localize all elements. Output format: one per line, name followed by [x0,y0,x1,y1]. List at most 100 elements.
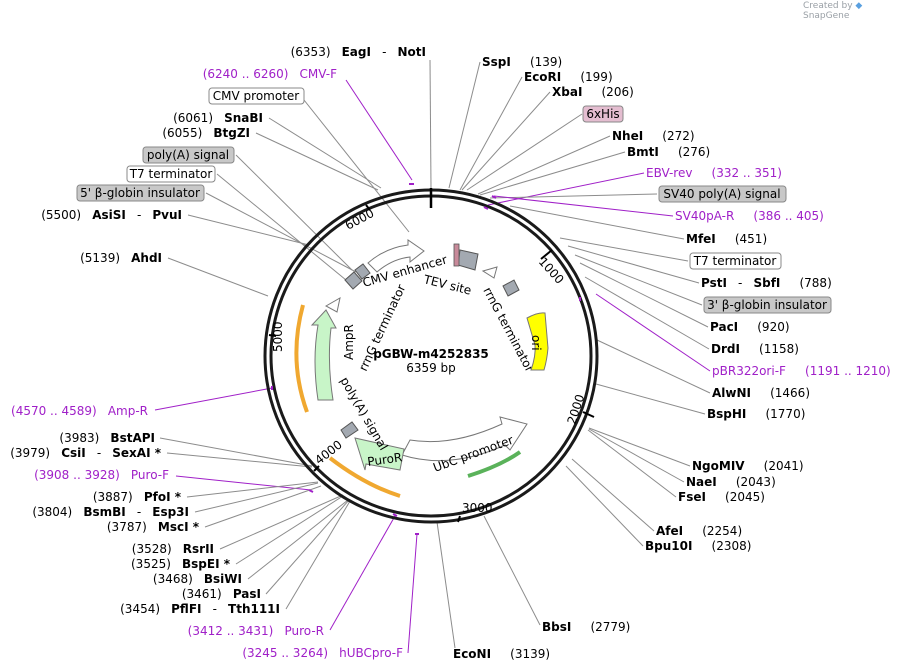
label-bpu10i[interactable]: Bpu10I (2308) [645,535,751,554]
label-polya-signal[interactable]: poly(A) signal [147,148,229,162]
leader-naei [588,428,685,483]
label-bsiwi[interactable]: (3468) BsiWI [153,568,242,587]
leader-bsmbi [194,482,319,513]
polya-signal-box [142,146,235,164]
leader-csii [166,452,313,468]
6xhis-box [582,105,624,123]
leader-bsphi [595,383,706,415]
label-psti-sbfi[interactable]: PstI - SbfI (788) [701,272,832,291]
label-hubcpro-f[interactable]: (3245 .. 3264) hUBCpro-F [242,642,403,661]
label-eagi-noti[interactable]: (6353) EagI - NotI [291,41,426,60]
rrng-terminator-right-label: rrnG terminator [480,285,536,375]
label-t7-terminator-right[interactable]: T7 terminator [693,254,777,268]
label-puro-r[interactable]: (3412 .. 3431) Puro-R [188,620,324,639]
label-sspi[interactable]: SspI (139) [482,51,562,70]
label-t7-terminator-left[interactable]: T7 terminator [129,167,213,181]
puror-label: PuroR [366,450,403,469]
leader-nhei [477,135,611,195]
label-mfei[interactable]: MfeI (451) [686,228,767,247]
leader-cmvprom [303,99,410,233]
rrng-terminator-left-arrow[interactable] [324,297,341,313]
label-bstapi[interactable]: (3983) BstAPI [59,427,155,446]
label-sv40pa-r[interactable]: SV40pA-R (386 .. 405) [675,205,824,224]
label-paci[interactable]: PacI (920) [710,316,790,335]
snapgene-credit: Created by ◆ SnapGene [803,1,900,21]
leader-alwni [596,339,711,394]
leader-ebvrev [487,172,645,206]
label-beta-globin-5[interactable]: 5' β-globin insulator [80,186,200,200]
label-fsei[interactable]: FseI (2045) [678,486,765,505]
label-msci[interactable]: (3787) MscI * [107,516,200,535]
tev-site-marker [453,243,460,267]
label-bmti[interactable]: BmtI (276) [627,141,710,160]
label-naei[interactable]: NaeI (2043) [686,471,776,490]
t7-terminator-right-labelbox [689,252,782,270]
ampr-arrow[interactable] [310,309,337,401]
label-pflfi-tth111i[interactable]: (3454) PflFI - Tth111I [120,598,280,617]
leader-bmti [479,151,626,196]
leader-puror [329,515,396,631]
leader-rsrii [219,494,344,550]
label-puro-f[interactable]: (3908 .. 3928) Puro-F [34,464,169,483]
leader-b3 [574,254,703,306]
leader-mfei [509,205,685,240]
beta-globin-5-labelbox [76,184,205,202]
sv40-polya-box[interactable] [502,279,520,297]
label-amp-r[interactable]: (4570 .. 4589) Amp-R [11,400,148,419]
t7-terminator-left-box[interactable] [344,271,363,290]
label-sv40-polya[interactable]: SV40 poly(A) signal [663,187,780,201]
label-afei[interactable]: AfeI (2254) [656,520,742,539]
leader-afei [571,458,655,532]
label-csii-sexai[interactable]: (3979) CsiI - SexAI * [10,442,162,461]
label-beta-globin-3[interactable]: 3' β-globin insulator [707,298,827,312]
tick-5000: 5000 [271,321,285,352]
leader-asisi [187,214,310,246]
label-ebv-rev[interactable]: EBV-rev (332 .. 351) [646,162,782,181]
label-pbr322ori-f[interactable]: pBR322ori-F (1191 .. 1210) [712,360,891,379]
label-bsmbi-esp3i[interactable]: (3804) BsmBI - Esp3I [32,501,189,520]
tev-site-box[interactable] [457,249,479,271]
label-nhei[interactable]: NheI (272) [612,125,695,144]
label-asisi-pvui[interactable]: (5500) AsiSI - PvuI [41,204,182,223]
leader-pflfi [285,500,351,610]
leader-drdi [584,276,710,350]
ampr-outer-arc [294,304,309,413]
leader-t7l [216,173,347,281]
credit-prefix: Created by [803,1,853,11]
leader-snabi [268,117,382,189]
label-pasi[interactable]: (3461) PasI [182,583,261,602]
label-btgzi[interactable]: (6055) BtgZI [162,122,250,141]
tick-1000: 1000 [536,255,567,287]
rrng-terminator-right-arrow[interactable] [481,266,498,279]
cmv-enhancer-arrow[interactable] [367,239,425,273]
scale-ticks [268,204,595,523]
leader-b5 [205,192,357,273]
label-ecori[interactable]: EcoRI (199) [524,66,613,85]
tick-4000: 4000 [312,438,345,468]
label-drdi[interactable]: DrdI (1158) [711,338,799,357]
leader-pasi [265,499,350,595]
label-6xhis[interactable]: 6xHis [586,107,619,121]
label-alwni[interactable]: AlwNI (1466) [712,382,810,401]
label-bbsi[interactable]: BbsI (2779) [542,616,630,635]
label-rsrii[interactable]: (3528) RsrII [132,538,214,557]
ubc-promoter-arrow[interactable] [401,416,528,462]
label-econi[interactable]: EcoNI (3139) [453,643,550,662]
label-pfoi[interactable]: (3887) PfoI * [93,486,182,505]
label-snabi[interactable]: (6061) SnaBI [173,107,263,126]
leader-hubc [407,533,418,654]
beta-globin-5-box[interactable] [354,263,371,280]
puror-arrow[interactable] [354,437,405,471]
leader-t7r [559,237,689,262]
leader-fsei [587,429,677,498]
label-cmv-f[interactable]: (6240 .. 6260) CMV-F [203,63,337,82]
label-bspei[interactable]: (3525) BspEI * [131,553,231,572]
ampr-promoter-box[interactable] [340,421,359,439]
label-ahdi[interactable]: (5139) AhdI [80,247,162,266]
label-ngomiv[interactable]: NgoMIV (2041) [692,455,804,474]
leader-econi [436,521,456,649]
label-cmv-promoter[interactable]: CMV promoter [213,89,300,103]
ori-arrow[interactable] [526,312,549,371]
label-bsphi[interactable]: BspHI (1770) [707,403,805,422]
label-xbai[interactable]: XbaI (206) [552,81,634,100]
